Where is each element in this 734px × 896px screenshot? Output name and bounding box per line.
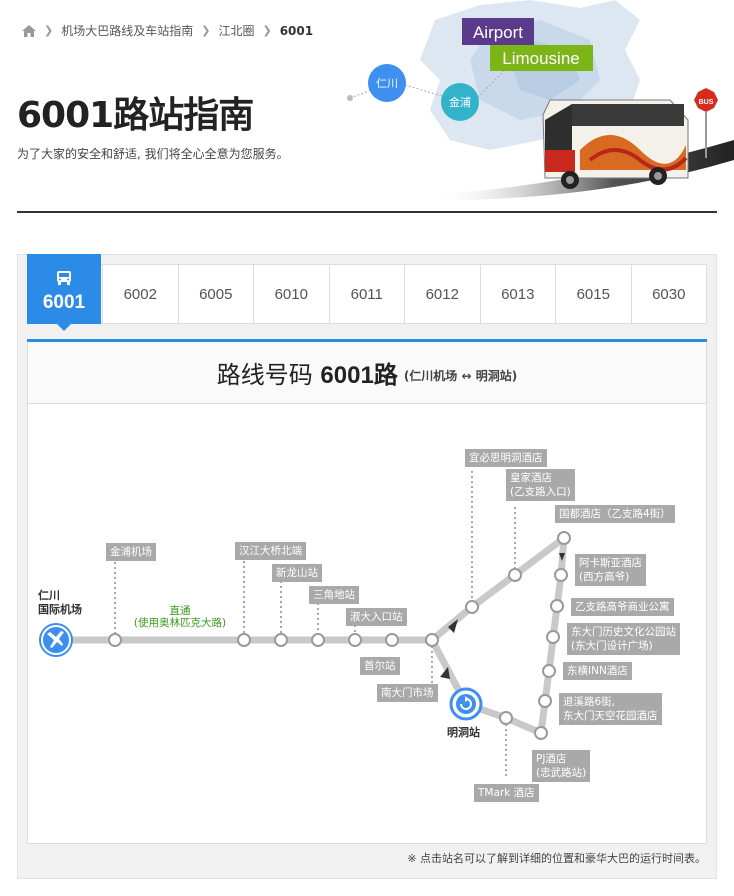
svg-text:仁川: 仁川	[376, 77, 398, 90]
tab-6001-active[interactable]: 6001	[27, 254, 101, 324]
stop-sookdae[interactable]: 淑大入口站	[346, 608, 407, 626]
page-title: 6001路站指南	[17, 95, 254, 136]
stop-euljiro[interactable]: 乙支路高爷商业公寓	[571, 598, 674, 616]
title-divider	[17, 211, 717, 213]
tab-6013[interactable]: 6013	[481, 265, 556, 323]
svg-text:BUS: BUS	[699, 99, 714, 106]
tab-6010[interactable]: 6010	[254, 265, 330, 323]
stop-pj-hotel[interactable]: PJ酒店 (忠武路站)	[532, 750, 591, 782]
tab-6001-label: 6001	[42, 292, 86, 313]
stop-hangang-bridge[interactable]: 汉江大桥北端	[235, 542, 306, 560]
route-heading-number: 6001路	[320, 362, 398, 389]
tab-6005[interactable]: 6005	[179, 265, 254, 323]
terminal-label[interactable]: 明洞站	[447, 726, 480, 739]
stop-arcasia[interactable]: 阿卡斯亚酒店 (西方高爷)	[575, 554, 646, 586]
airport-icon	[39, 623, 73, 657]
stop-gimpo-airport[interactable]: 金浦机场	[106, 543, 156, 561]
stop-kukdo[interactable]: 国都酒店（乙支路4街）	[555, 505, 675, 523]
express-note: 直通 (使用奥林匹克大路)	[133, 605, 227, 629]
home-icon[interactable]	[22, 24, 36, 37]
chevron-right-icon: ❯	[262, 24, 272, 37]
terminal-icon	[449, 687, 483, 721]
stop-tmark[interactable]: TMark 酒店	[474, 784, 539, 802]
tab-6002[interactable]: 6002	[103, 265, 179, 323]
breadcrumb-link-gangbuk[interactable]: 江北圈	[218, 24, 255, 38]
route-heading-prefix: 路线号码	[216, 361, 313, 389]
stop-ddp[interactable]: 东大门历史文化公园站 (东大门设计广场)	[567, 623, 680, 655]
route-card-accent	[27, 339, 707, 342]
hero-illustration: BUS 仁川 金浦 Airport Limousine	[347, 0, 734, 200]
stop-sinyongsan[interactable]: 新龙山站	[272, 564, 322, 582]
origin-label[interactable]: 仁川 国际机场	[38, 589, 82, 616]
stop-toyoko-inn[interactable]: 东横INN酒店	[563, 662, 632, 680]
stop-samgakji[interactable]: 三角地站	[309, 586, 359, 604]
route-card	[27, 339, 707, 844]
route-map	[39, 471, 571, 777]
tab-6011[interactable]: 6011	[330, 265, 405, 323]
bus-image	[542, 99, 689, 189]
svg-text:Airport: Airport	[473, 23, 523, 42]
route-heading: 路线号码 6001路 (仁川机场 ↔ 明洞站)	[28, 342, 706, 404]
stop-seoul-station[interactable]: 首尔站	[360, 657, 400, 675]
svg-text:金浦: 金浦	[449, 95, 471, 109]
footnote: ※ 点击站名可以了解到详细的位置和豪华大巴的运行时间表。	[407, 852, 706, 865]
breadcrumb-current: 6001	[279, 23, 314, 38]
stop-namdaemun[interactable]: 南大门市场	[377, 684, 438, 702]
tab-6015[interactable]: 6015	[556, 265, 632, 323]
svg-text:Limousine: Limousine	[502, 49, 580, 68]
page-subtitle: 为了大家的安全和舒适, 我们将全心全意为您服务。	[17, 147, 289, 161]
stop-royal[interactable]: 皇家酒店 (乙支路入口)	[506, 469, 575, 501]
chevron-right-icon: ❯	[44, 24, 54, 37]
tab-6030[interactable]: 6030	[652, 285, 686, 303]
chevron-right-icon: ❯	[201, 24, 211, 37]
stop-ibis[interactable]: 宜必思明洞酒店	[465, 449, 547, 467]
breadcrumb: ❯ 机场大巴路线及车站指南 ❯ 江北圈 ❯ 6001	[22, 22, 313, 39]
stop-toegye[interactable]: 退溪路6街, 东大门天空花园酒店	[559, 693, 662, 725]
route-tabs: 6002 6005 6010 6011 6012 6013 6015 6030	[27, 264, 707, 324]
breadcrumb-link-airport-bus[interactable]: 机场大巴路线及车站指南	[61, 24, 194, 38]
tab-6012[interactable]: 6012	[405, 265, 481, 323]
tab-pointer	[57, 324, 71, 331]
route-heading-sub: (仁川机场 ↔ 明洞站)	[403, 369, 518, 383]
bus-icon	[57, 271, 71, 285]
